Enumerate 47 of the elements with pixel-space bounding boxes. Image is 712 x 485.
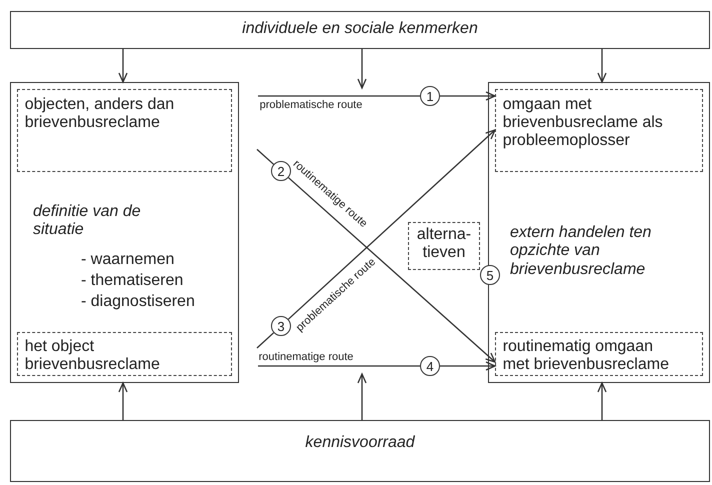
number-circle <box>271 316 291 336</box>
box-label: objecten, anders dan brievenbusreclame <box>24 96 176 132</box>
arrow <box>357 373 367 420</box>
edge-label: problematische route <box>258 98 364 112</box>
arrow <box>597 382 607 420</box>
list-item: - waarnemen <box>81 251 176 270</box>
box-label: definitie van de situatie <box>33 203 142 240</box>
dashed-box <box>16 88 232 172</box>
number-circle <box>271 161 291 181</box>
route-number: 5 <box>486 268 494 282</box>
number-circle <box>480 265 500 285</box>
route-number: 4 <box>426 360 434 372</box>
route-number: 3 <box>277 320 285 332</box>
box-label: alterna- tieven <box>416 226 472 263</box>
dashed-box <box>494 88 703 172</box>
box-label: het object brievenbusreclame <box>24 338 161 374</box>
dashed-box <box>16 332 232 376</box>
dashed-box <box>494 332 703 376</box>
arrow <box>288 177 496 363</box>
arrow <box>118 382 128 420</box>
box-label: omgaan met brievenbusreclame als probleemoplosser <box>502 96 664 151</box>
label-band <box>10 420 710 482</box>
connector-line <box>258 95 420 97</box>
connector-line <box>256 148 274 165</box>
arrow <box>357 49 367 89</box>
number-circle <box>420 356 440 376</box>
route-number: 2 <box>277 164 285 178</box>
arrow <box>118 49 128 83</box>
label-band <box>10 11 710 49</box>
box-label: routinematig omgaan met brievenbusreclame <box>502 338 670 374</box>
outer-box <box>10 82 239 383</box>
list-item: - diagnostiseren <box>81 293 196 312</box>
arrow <box>288 129 496 320</box>
dashed-box <box>408 222 480 270</box>
outer-box <box>488 82 710 383</box>
number-circle <box>420 86 440 106</box>
box-label: individuele en sociale kenmerken <box>241 20 479 38</box>
route-number: 1 <box>426 90 434 102</box>
box-label: extern handelen ten opzichte van brievenbusreclame <box>510 224 652 280</box>
connector-line <box>256 332 274 348</box>
edge-label: routinematige route <box>258 350 354 364</box>
arrow <box>440 91 496 101</box>
list-item: - thematiseren <box>81 272 184 290</box>
connector-line <box>258 365 420 367</box>
arrow <box>597 49 607 83</box>
box-label: kennisvoorraad <box>304 434 416 452</box>
arrow <box>440 361 496 371</box>
